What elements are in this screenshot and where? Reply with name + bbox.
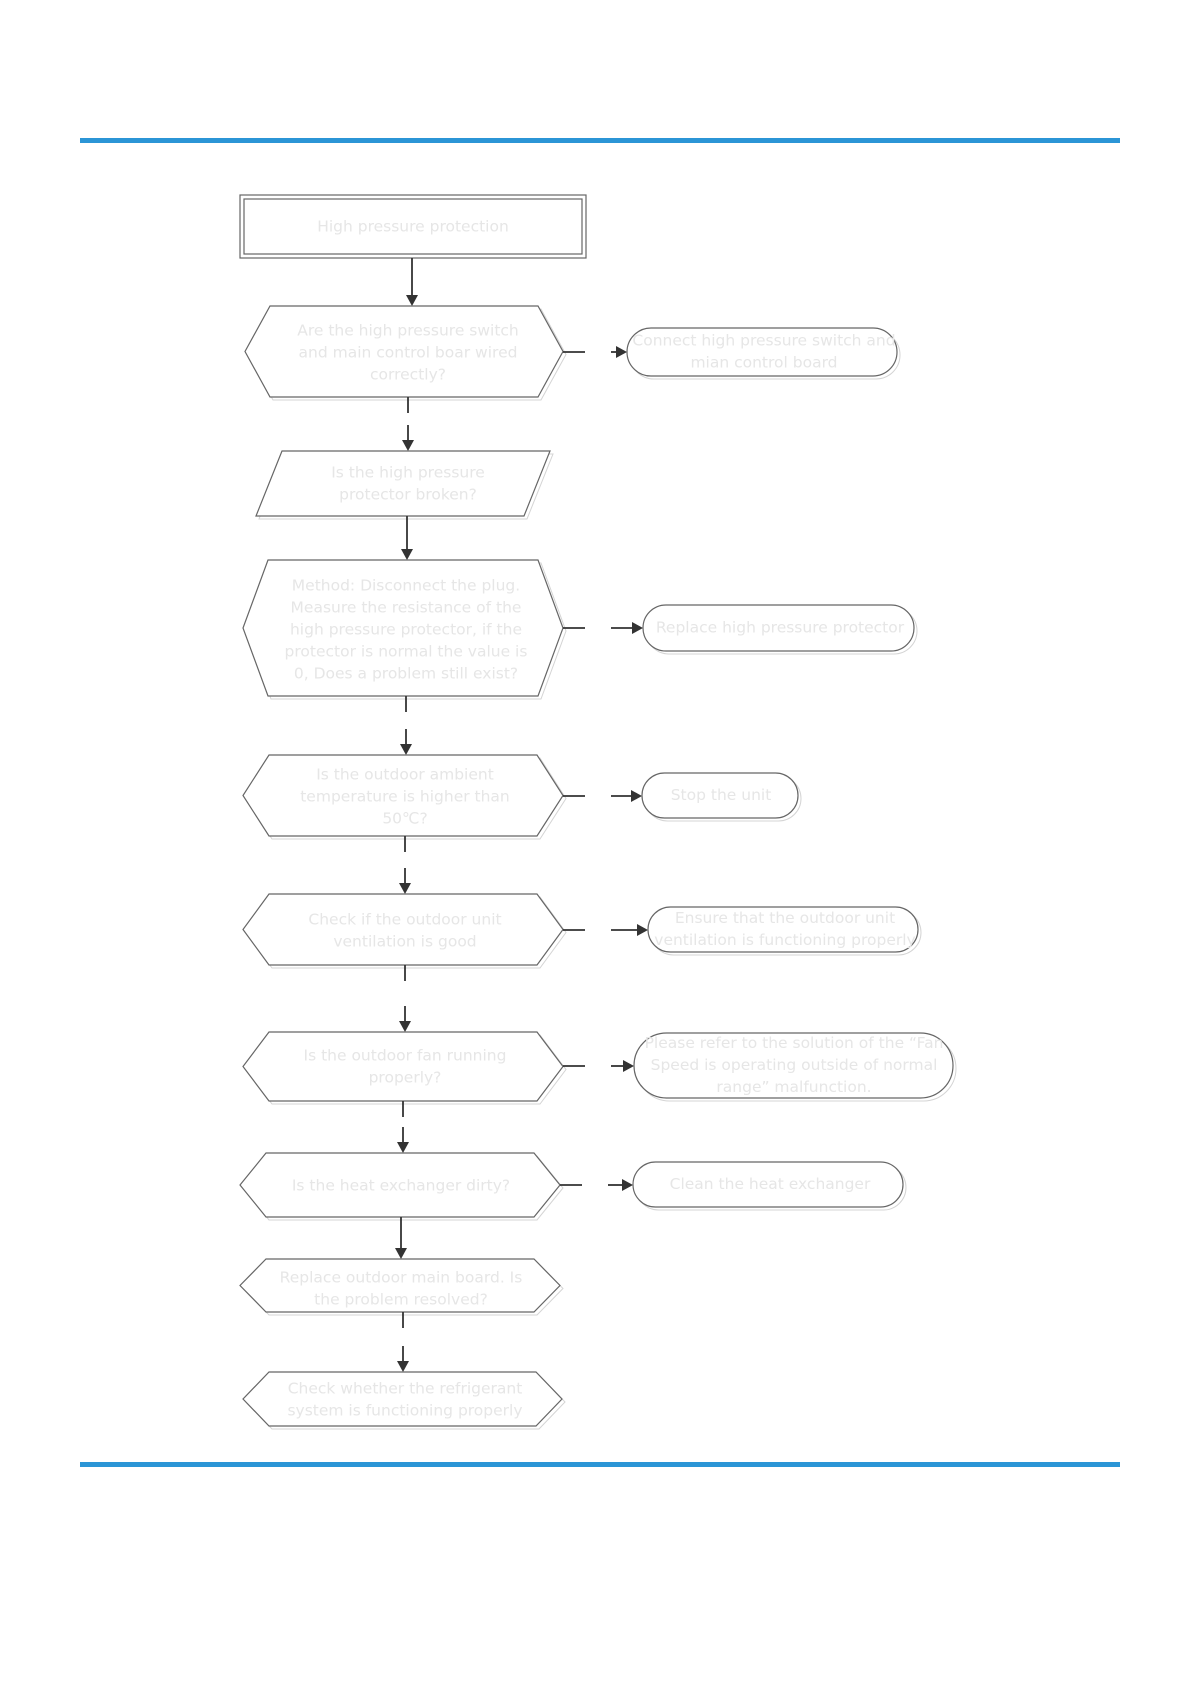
node-q8-label-line-1: Replace outdoor main board. Is [280, 1269, 523, 1287]
action-q1 [626, 327, 898, 377]
arrow-q2-to-next-head [401, 549, 413, 560]
node-q9-label-line-1: Check whether the refrigerant [288, 1380, 523, 1398]
start-box-label-line-1: High pressure protection [317, 218, 509, 236]
arrow-q1-to-action-head [616, 346, 627, 358]
action-q4-label-line-1: Stop the unit [671, 786, 772, 804]
node-q4-label-line-2: temperature is higher than [300, 788, 510, 806]
node-q6 [242, 1031, 564, 1102]
action-q1-label-line-2: mian control board [690, 354, 837, 372]
action-q6-label-line-2: Speed is operating outside of normal [651, 1056, 938, 1074]
action-q3-label-line-1: Replace high pressure protector [656, 619, 905, 637]
action-q1-label-line-1: Connect high pressure switch and [632, 332, 895, 350]
arrow-start-to-q1-head [406, 295, 418, 306]
arrow-q6-to-action-head [623, 1060, 634, 1072]
arrow-q8-to-next-head [397, 1361, 409, 1372]
node-q1-label-line-1: Are the high pressure switch [297, 322, 519, 340]
action-q5 [647, 906, 919, 953]
action-q7-label-line-1: Clean the heat exchanger [670, 1175, 871, 1193]
node-q5-label-line-2: ventilation is good [333, 933, 476, 951]
node-q3-label-line-2: Measure the resistance of the [291, 599, 522, 617]
action-q5-label-line-1: Ensure that the outdoor unit [675, 909, 895, 927]
arrow-q1-to-next-head [402, 440, 414, 451]
action-q5-label-line-2: ventilation is functioning properly [654, 931, 915, 949]
node-q9 [242, 1371, 563, 1427]
start-box-inner [243, 198, 583, 255]
arrow-q3-to-action-head [632, 622, 643, 634]
node-q7-label-line-1: Is the heat exchanger dirty? [292, 1177, 510, 1195]
node-q2 [255, 450, 551, 517]
node-q1 [244, 305, 564, 398]
action-q6-label-line-1: Please refer to the solution of the “Fan [645, 1034, 944, 1052]
node-q2-label-line-1: Is the high pressure [331, 464, 485, 482]
action-q7 [632, 1161, 904, 1208]
node-q3 [242, 559, 564, 697]
node-q5-label-line-1: Check if the outdoor unit [308, 911, 501, 929]
node-q4-label-line-1: Is the outdoor ambient [316, 766, 494, 784]
arrow-q7-to-next-head [395, 1248, 407, 1259]
node-q3-label-line-5: 0, Does a problem still exist? [294, 665, 518, 683]
node-q9-label-line-2: system is functioning properly [287, 1402, 522, 1420]
arrow-q4-to-next-head [399, 883, 411, 894]
node-q2-label-line-2: protector broken? [339, 486, 477, 504]
arrow-q3-to-next-head [400, 744, 412, 755]
action-q6-label-line-3: range” malfunction. [716, 1078, 871, 1096]
node-q8 [239, 1258, 561, 1313]
node-q6-label-line-2: properly? [369, 1069, 442, 1087]
arrow-q6-to-next-head [397, 1142, 409, 1153]
node-q4-label-line-3: 50℃? [382, 810, 427, 828]
node-q3-label-line-1: Method: Disconnect the plug. [292, 577, 520, 595]
node-q1-label-line-2: and main control boar wired [299, 344, 518, 362]
node-q7 [239, 1152, 561, 1218]
node-q8-label-line-2: the problem resolved? [314, 1291, 488, 1309]
arrow-q5-to-next-head [399, 1021, 411, 1032]
action-q6 [633, 1032, 954, 1099]
arrow-q4-to-action-head [631, 790, 642, 802]
action-q4 [641, 772, 799, 819]
arrow-q5-to-action-head [637, 924, 648, 936]
node-q6-label-line-1: Is the outdoor fan running [304, 1047, 507, 1065]
node-q1-label-line-3: correctly? [370, 366, 446, 384]
node-q4 [242, 754, 564, 837]
top-rule [80, 138, 1120, 143]
action-q3 [642, 604, 915, 652]
node-q5 [242, 893, 564, 966]
bottom-rule [80, 1462, 1120, 1467]
node-q3-label-line-3: high pressure protector, if the [290, 621, 522, 639]
arrow-q7-to-action-head [622, 1179, 633, 1191]
node-q3-label-line-4: protector is normal the value is [285, 643, 528, 661]
